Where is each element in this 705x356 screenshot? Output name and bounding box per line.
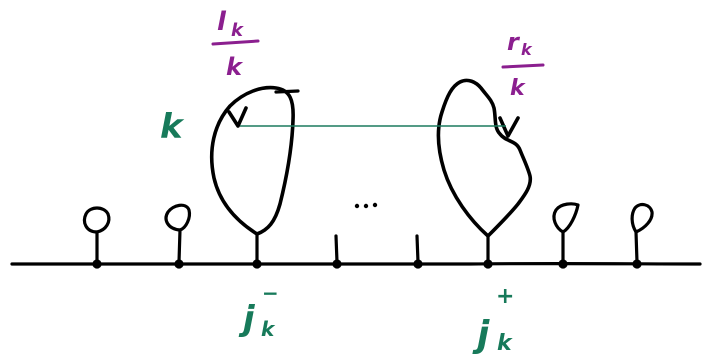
big-loop-right	[436, 78, 533, 264]
label-j-minus-base: j	[238, 299, 256, 339]
short-stalk-4	[334, 234, 339, 264]
short-stalk-5	[415, 234, 420, 264]
fraction-left-bar	[211, 39, 260, 46]
label-j-plus: j k +	[472, 284, 514, 356]
label-j-plus-sup: +	[496, 284, 514, 309]
fraction-right-bar	[501, 63, 545, 69]
label-j-minus: j k −	[238, 281, 279, 341]
small-loop-8	[630, 202, 654, 264]
node-1	[92, 259, 102, 269]
node-8	[632, 259, 642, 269]
fraction-right: r k k	[501, 28, 545, 101]
node-2	[174, 259, 184, 269]
label-j-minus-sup: −	[262, 281, 279, 305]
fraction-left-denominator: k	[226, 53, 244, 81]
fraction-right-numerator: r	[507, 28, 521, 56]
fraction-right-numerator-sub: k	[521, 40, 533, 59]
baseline	[10, 261, 702, 266]
big-loop-left	[209, 85, 300, 264]
fraction-right-denominator: k	[510, 76, 526, 101]
node-4	[332, 259, 342, 269]
label-j-plus-base: j	[472, 314, 490, 355]
label-j-minus-sub: k	[261, 317, 276, 341]
fraction-left-numerator-sub: k	[231, 20, 244, 41]
fraction-left: l k k	[211, 7, 260, 81]
baseline-nodes	[92, 259, 642, 269]
node-7	[558, 259, 568, 269]
fraction-left-numerator: l	[217, 7, 227, 37]
node-j-minus	[252, 259, 262, 269]
node-5	[413, 259, 423, 269]
small-loop-2	[164, 203, 192, 264]
small-loop-1	[82, 206, 111, 264]
label-j-plus-sub: k	[497, 331, 513, 356]
small-loop-7	[552, 202, 580, 264]
label-k: k	[160, 107, 185, 147]
node-j-plus	[483, 259, 493, 269]
ellipsis	[354, 202, 378, 209]
